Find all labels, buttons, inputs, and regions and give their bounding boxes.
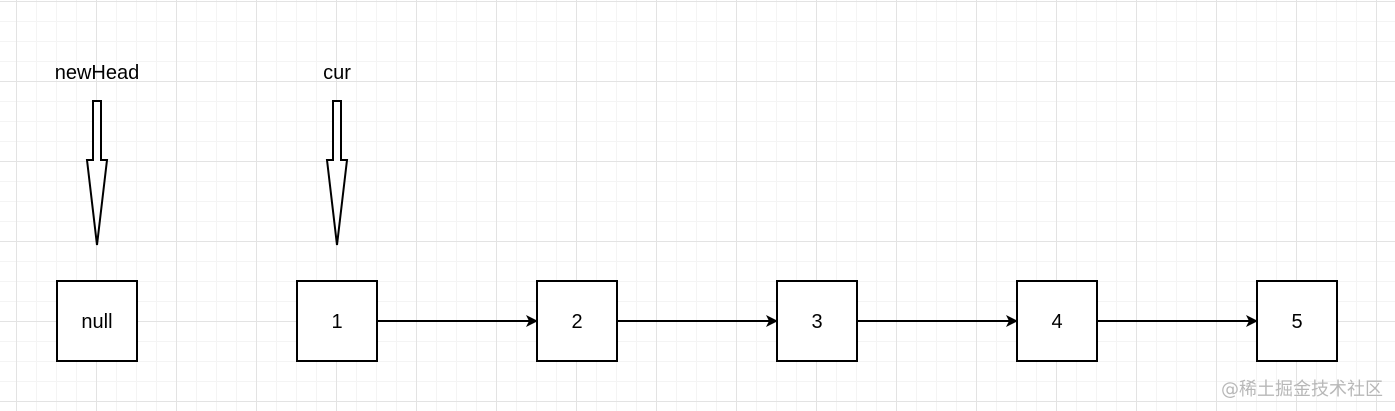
watermark-text: @稀土掘金技术社区 [1221, 379, 1383, 400]
node-box [1256, 280, 1338, 362]
list-node: 1 [296, 280, 378, 362]
pointer-arrow [325, 100, 349, 246]
pointer-arrow [85, 100, 109, 246]
node-box [56, 280, 138, 362]
node-label: 4 [1051, 311, 1062, 333]
node-box [296, 280, 378, 362]
list-node: null [56, 280, 138, 362]
pointer-label: cur [323, 62, 351, 84]
node-box [536, 280, 618, 362]
list-node: 5 [1256, 280, 1338, 362]
node-label: 5 [1291, 311, 1302, 333]
pointer-label: newHead [55, 62, 140, 84]
list-node: 3 [776, 280, 858, 362]
node-label: null [81, 311, 112, 333]
node-label: 2 [571, 311, 582, 333]
node-box [1016, 280, 1098, 362]
list-node: 4 [1016, 280, 1098, 362]
pointer-cur: cur [323, 62, 351, 246]
list-node: 2 [536, 280, 618, 362]
pointer-layer: newHead cur [55, 62, 351, 246]
node-layer: null 1 2 3 4 5 [56, 280, 1338, 362]
pointer-newhead: newHead [55, 62, 140, 246]
node-label: 1 [331, 311, 342, 333]
node-label: 3 [811, 311, 822, 333]
node-box [776, 280, 858, 362]
